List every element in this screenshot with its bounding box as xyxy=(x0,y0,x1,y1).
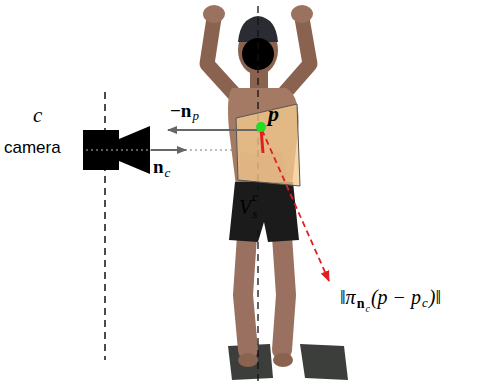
camera-label: camera xyxy=(4,139,61,158)
normal-symbol: −n xyxy=(170,101,191,122)
distance-leader xyxy=(262,130,329,281)
subscript: n xyxy=(357,296,365,311)
body-axis xyxy=(257,230,258,384)
normal-symbol: n xyxy=(153,157,164,178)
distance-formula: (p − p xyxy=(371,286,421,308)
subscript: c xyxy=(422,296,428,310)
point-marker xyxy=(256,122,266,132)
distance-formula: ‖π xyxy=(340,286,356,308)
distance-formula: )‖ xyxy=(429,286,441,308)
floor-mat xyxy=(300,344,348,380)
human-scan xyxy=(203,5,313,367)
camera-symbol: c xyxy=(33,104,42,127)
camera-icon xyxy=(83,126,150,174)
patch-symbol: V xyxy=(239,196,251,218)
optical-axis xyxy=(150,150,238,151)
superscript: c xyxy=(252,190,258,204)
subscript: p xyxy=(192,109,199,123)
subscript: c xyxy=(165,166,171,180)
point-normal-arrow xyxy=(168,129,258,131)
point-label: p xyxy=(268,102,279,126)
subscript: s xyxy=(252,207,257,221)
subscript: c xyxy=(365,303,369,314)
camera-normal-arrow xyxy=(151,149,186,151)
